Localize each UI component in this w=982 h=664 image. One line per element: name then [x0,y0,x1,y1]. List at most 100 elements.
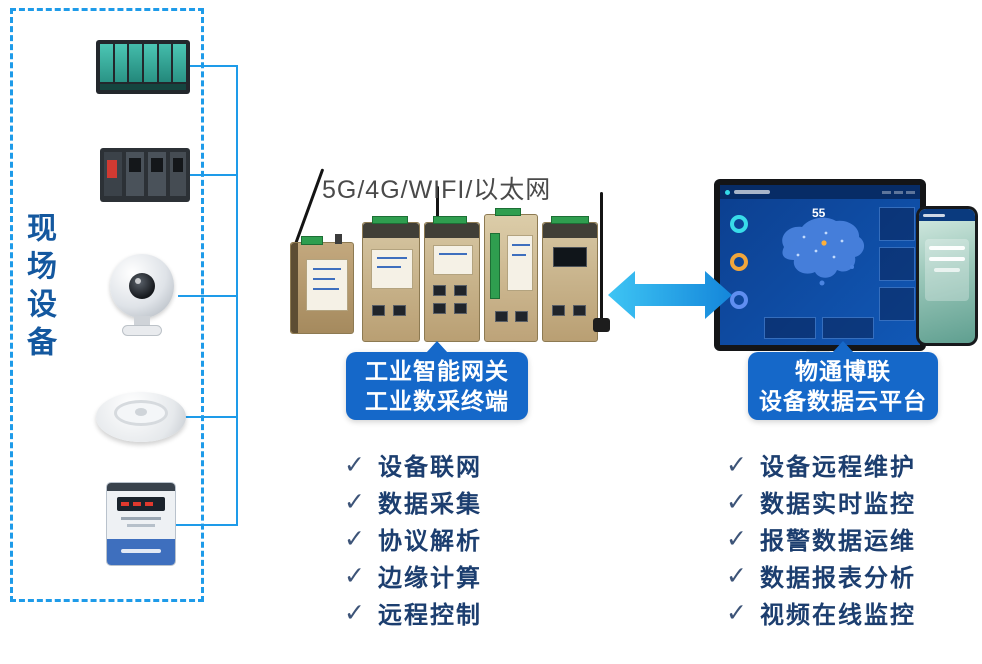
field-devices-label: 现场设备 [22,212,55,364]
camera-lens [129,273,155,299]
feature-row: ✓ 数据采集 [344,483,482,520]
phone-form-card [925,239,969,301]
feature-label: 数据实时监控 [760,491,916,518]
plc-io-window [129,158,141,172]
module-port [552,305,565,316]
dashboard-panel [879,247,915,281]
plc-io-window [151,158,163,172]
phone-header [919,209,975,221]
module-label-line [512,254,526,256]
plc-module-slot [100,44,113,82]
connector-stub-1 [186,65,238,67]
camera-lens-highlight [135,278,141,284]
module-screen [553,247,587,267]
module-port [495,311,508,322]
feature-label: 数据报表分析 [760,565,916,592]
module-port [433,285,446,296]
module-terminal-block [495,208,521,216]
module-label-line [313,278,335,280]
module-label-line [313,268,341,270]
feature-row: ✓ 数据报表分析 [726,557,916,594]
meter-bottom-band [107,539,175,565]
platform-title-line1: 物通博联 [795,358,891,384]
bidirectional-arrow-icon [608,266,732,324]
feature-row: ✓ 视频在线监控 [726,594,916,631]
module-top-band [425,223,479,238]
connector-stub-5 [174,524,238,526]
feature-row: ✓ 边缘计算 [344,557,482,594]
dashboard-menu-item [906,190,915,194]
gateway-module-5 [542,216,598,342]
phone-form-line [929,257,965,261]
meter-digit [133,502,141,506]
feature-row: ✓ 远程控制 [344,594,482,631]
feature-row: ✓ 协议解析 [344,520,482,557]
detector-center [135,408,147,416]
gateway-module-1 [290,234,354,334]
china-map [782,217,865,286]
energy-meter-image [106,482,176,566]
module-label [306,259,348,311]
meter-label-line [127,524,155,527]
plc-module-slot [129,44,143,82]
arrow-svg [608,271,732,319]
module-terminal-block [372,216,408,224]
module-edge [291,243,298,333]
module-label-line [512,244,530,246]
plc-module-slot [114,44,128,82]
module-terminal-block [301,236,323,245]
meter-bottom-label [121,549,161,553]
plc-module-slot [144,44,157,82]
check-icon: ✓ [726,598,747,627]
feature-label: 设备远程维护 [760,454,916,481]
module-port [573,305,586,316]
dashboard-header [720,185,920,199]
platform-label-box: 物通博联 设备数据云平台 [748,341,938,420]
dashboard-bottom-panel [764,317,816,339]
module-port [433,303,446,314]
plc-module-slot [158,44,172,82]
module-label [507,235,533,291]
check-icon: ✓ [344,598,365,627]
feature-label: 边缘计算 [378,565,482,592]
gateway-devices-image [270,158,622,344]
dashboard-panel [879,287,915,321]
gateway-module-2 [362,216,420,342]
dashboard-stat: 55 [812,206,826,220]
dashboard-gauge-2 [730,253,748,271]
module-terminal-block [551,216,589,224]
gateway-module-3 [424,216,480,342]
tall-antenna [600,192,603,322]
module-label-line [377,266,401,268]
plc-io-window [173,158,183,172]
phone-image [916,206,978,346]
plc-module-slot [173,44,187,82]
check-icon: ✓ [726,561,747,590]
gateway-antenna [436,186,439,224]
feature-row: ✓ 数据实时监控 [726,483,916,520]
phone-screen [919,209,975,343]
module-port [454,285,467,296]
module-label [433,245,473,275]
gateway-antenna [294,168,325,245]
phone-form-line [934,268,960,272]
connector-stub-3 [178,295,238,297]
module-port [515,311,528,322]
platform-feature-list: ✓ 设备远程维护 ✓ 数据实时监控 ✓ 报警数据运维 ✓ 数据报表分析 ✓ 视频… [726,446,916,631]
dashboard-gauge-3 [730,291,748,309]
dashboard-panel [879,207,915,241]
pointer-up-icon [426,341,448,353]
meter-label-line [121,517,161,520]
dashboard-header-menu [882,190,915,194]
module-top-band [363,223,419,238]
camera-neck [134,316,150,325]
platform-title-line2: 设备数据云平台 [759,388,927,414]
camera-body [110,254,174,318]
module-sma-connector [335,234,342,244]
meter-display [117,497,165,511]
gateway-module-4 [484,208,538,342]
feature-label: 报警数据运维 [760,528,916,555]
gateway-feature-list: ✓ 设备联网 ✓ 数据采集 ✓ 协议解析 ✓ 边缘计算 ✓ 远程控制 [344,446,482,631]
module-port [454,303,467,314]
plc-red-indicator [107,160,117,178]
